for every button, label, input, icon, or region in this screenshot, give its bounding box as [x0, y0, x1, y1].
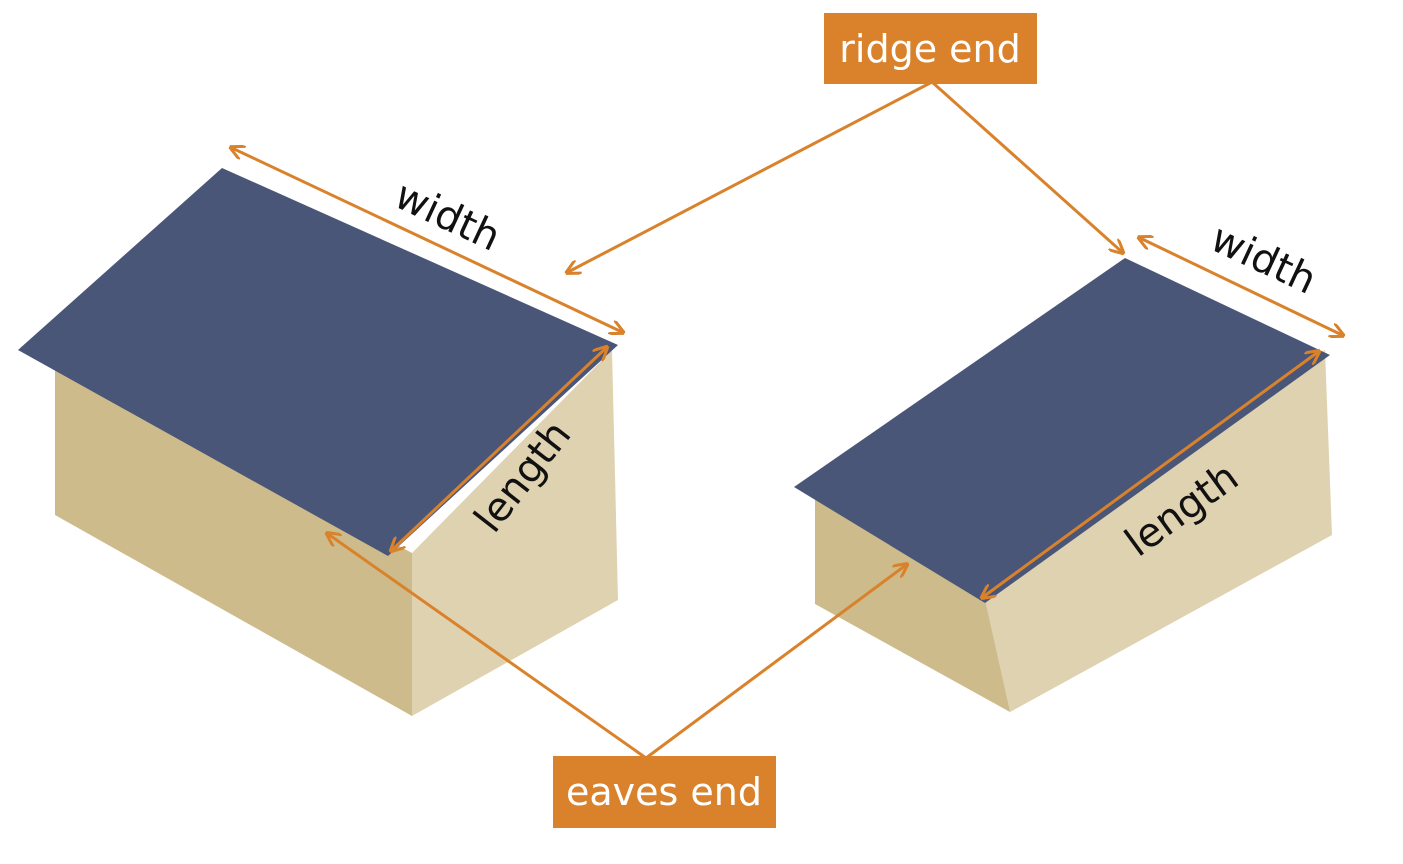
left-building: width length [18, 148, 622, 716]
right-width-dimension-arrow [1140, 238, 1342, 335]
ridge-end-leader-left [568, 80, 933, 272]
eaves-end-callout: eaves end [328, 534, 906, 828]
left-width-dimension-arrow [232, 148, 622, 332]
eaves-end-leader-right [645, 565, 906, 760]
ridge-end-leader-right [930, 80, 1122, 252]
left-width-label: width [388, 172, 507, 260]
right-building: width length [794, 215, 1342, 712]
eaves-end-label-box [553, 756, 776, 828]
right-length-dimension-arrow [983, 352, 1318, 597]
ridge-end-callout: ridge end [568, 13, 1122, 272]
right-width-label: width [1204, 215, 1323, 303]
left-building-front-wall [55, 362, 412, 716]
eaves-end-label: eaves end [566, 770, 762, 814]
left-length-dimension-arrow [392, 348, 606, 550]
eaves-end-leader-left [328, 534, 647, 760]
ridge-end-label-box [824, 13, 1037, 84]
right-building-front-wall [815, 497, 1010, 712]
ridge-end-label: ridge end [839, 27, 1020, 71]
